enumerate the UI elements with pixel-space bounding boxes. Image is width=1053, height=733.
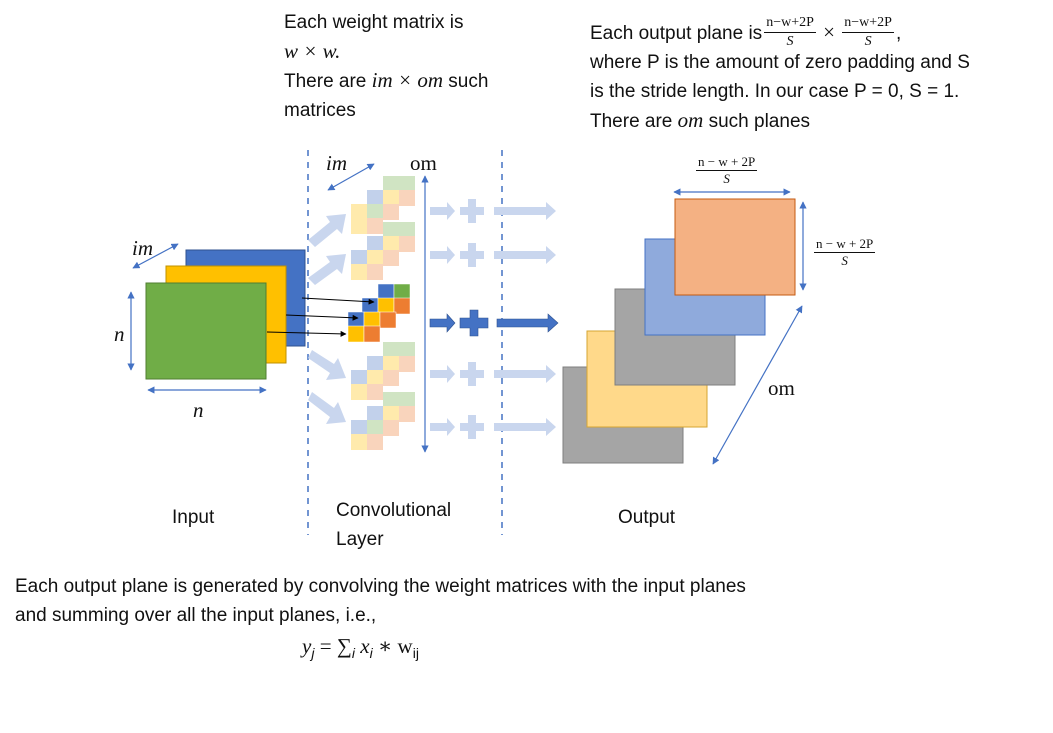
eq-w: w	[397, 634, 413, 658]
active-block-arrows	[429, 309, 559, 337]
note-math: im × om	[371, 68, 443, 92]
note-line: There are im × om such	[284, 66, 488, 96]
im-conv-label: im	[326, 151, 347, 175]
note-line: matrices	[284, 100, 356, 121]
note-line: where P is the amount of zero padding an…	[590, 52, 970, 73]
eq-y: y	[302, 634, 312, 658]
output-section-label: Output	[618, 507, 676, 528]
out-width-label: n − w + 2P S	[696, 154, 758, 186]
note-line: is the stride length. In our case P = 0,…	[590, 81, 960, 102]
output-plane-salmon	[674, 198, 796, 296]
note-text: There are	[590, 111, 673, 132]
n-width-label: n	[193, 398, 204, 422]
summation-note: Each output plane is generated by convol…	[15, 572, 746, 630]
kernel-stack-faded	[351, 222, 415, 280]
eq-sum-sub: i	[351, 645, 355, 661]
note-text: Each output plane is	[590, 23, 763, 44]
note-line: There are om such planes	[590, 106, 970, 136]
input-to-kernel-arrow	[266, 330, 347, 337]
kernel-stack-faded	[351, 342, 415, 400]
input-to-kernel-arrow	[285, 314, 359, 321]
conv-label-line: Convolutional	[336, 500, 452, 521]
kernel-stack-faded	[351, 176, 415, 234]
n-height-label: n	[114, 322, 125, 346]
faded-block-arrows	[308, 199, 556, 439]
im-conv-arrow	[327, 163, 375, 191]
im-input-label: im	[132, 236, 153, 260]
input-plane-green	[145, 282, 267, 380]
om-output-arrow	[712, 305, 803, 465]
times-symbol: ×	[823, 20, 835, 44]
note-text: such	[448, 71, 489, 92]
om-output-label: om	[768, 376, 795, 400]
im-depth-arrow	[132, 243, 179, 269]
eq-equals: =	[319, 634, 332, 658]
note-math: om	[677, 108, 704, 132]
weight-matrix-note: Each weight matrix is w × w. There are i…	[284, 8, 488, 125]
eq-star: ∗	[377, 634, 393, 658]
note-line-math: w × w.	[284, 39, 341, 63]
note-line: and summing over all the input planes, i…	[15, 605, 377, 626]
eq-w-sub: ij	[412, 645, 419, 661]
note-text: such planes	[708, 111, 811, 132]
kernel-stack-active	[347, 283, 411, 343]
eq-y-sub: j	[311, 645, 315, 661]
eq-x-sub: i	[369, 645, 373, 661]
convolution-equation: yj = ∑i xi ∗ wij	[302, 632, 419, 668]
kernel-stack-faded	[351, 392, 415, 450]
eq-sum: ∑	[336, 634, 352, 658]
eq-x: x	[360, 634, 370, 658]
input-to-kernel-arrow	[301, 297, 375, 305]
comma: ,	[895, 23, 902, 44]
input-section-label: Input	[172, 507, 215, 528]
conv-label-line: Layer	[336, 529, 384, 550]
note-text: There are	[284, 71, 367, 92]
conv-section-label: Convolutional Layer	[336, 496, 451, 554]
out-height-label: n − w + 2P S	[814, 236, 876, 268]
om-conv-label: om	[410, 151, 437, 175]
note-line: Each output plane is generated by convol…	[15, 576, 746, 597]
note-line: Each weight matrix is	[284, 12, 464, 33]
